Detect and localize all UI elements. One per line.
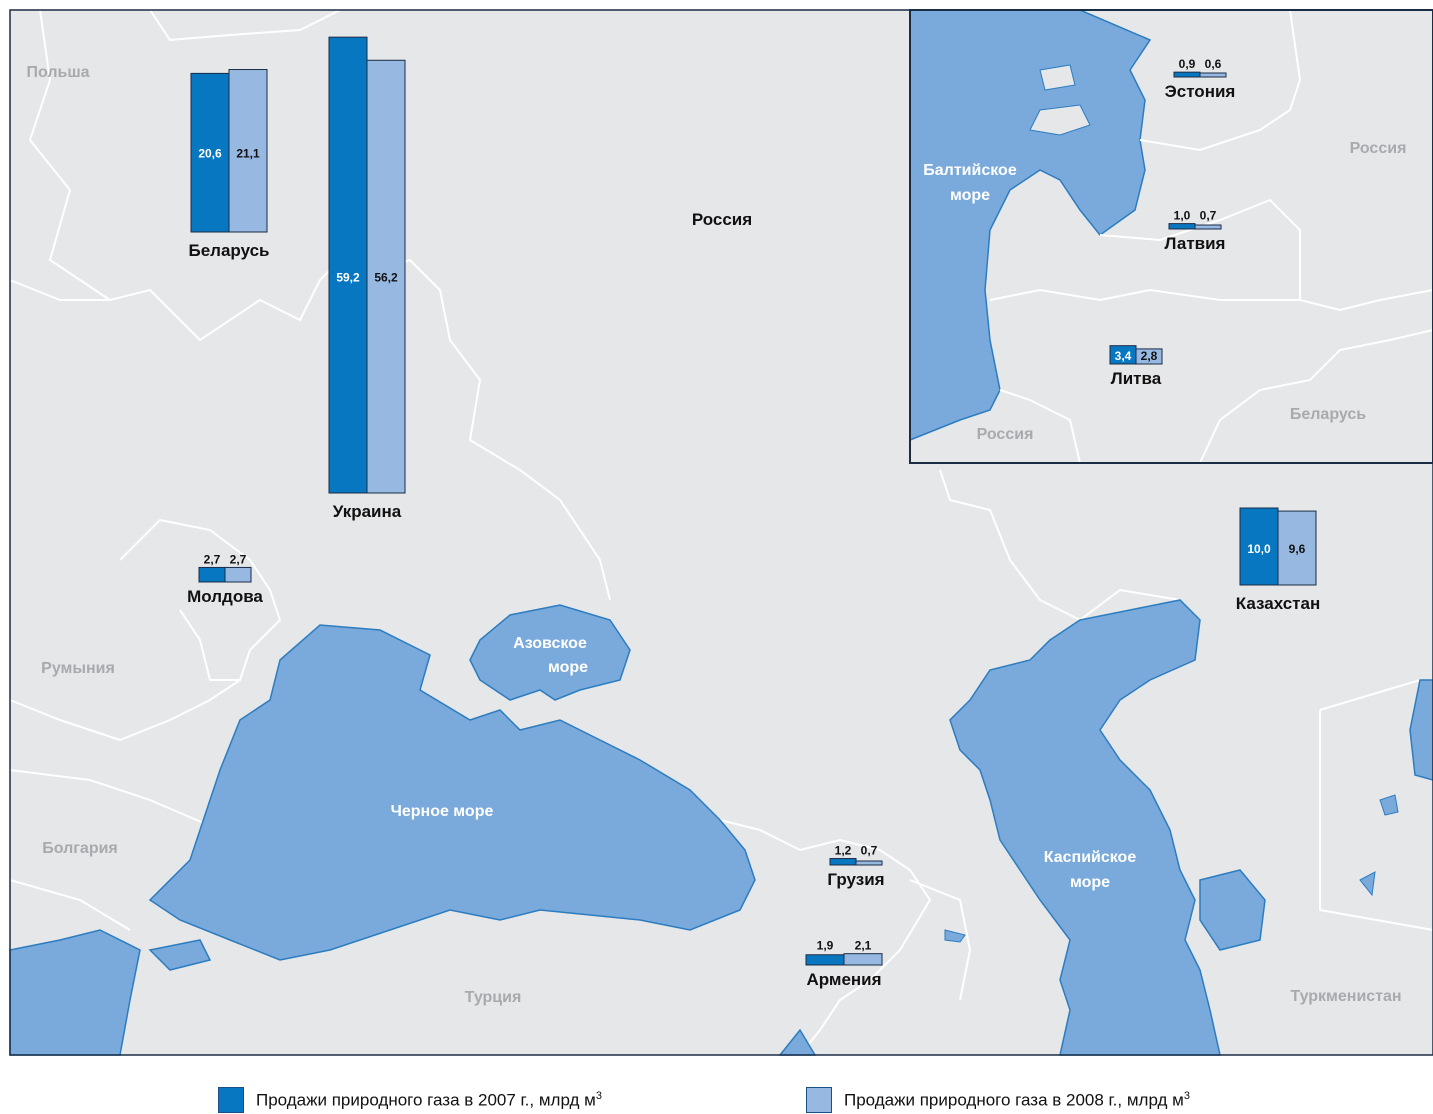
kazakhstan-bar-2007 (1239, 507, 1279, 586)
russia-main-label: Россия (692, 210, 752, 229)
inset-frame (909, 9, 1433, 464)
ukraine-bar-2007 (328, 36, 368, 494)
estonia-country-label: Эстония (1165, 82, 1236, 101)
russia-inset-east-label: Россия (1350, 140, 1407, 157)
moldova-country-label: Молдова (187, 587, 263, 606)
ukraine-bar-2008 (366, 59, 406, 494)
moldova-value-2007: 2,7 (204, 552, 221, 566)
azov-sea-label-1: Азовское (513, 635, 587, 652)
black-sea-label: Черное море (391, 803, 494, 820)
legend-2007: Продажи природного газа в 2007 г., млрд … (218, 1086, 602, 1114)
romania-label: Румыния (41, 660, 115, 677)
georgia-bar-2007 (829, 858, 857, 866)
kazakhstan-country-label: Казахстан (1236, 594, 1320, 613)
ukraine-country-label: Украина (333, 502, 402, 521)
kazakhstan-bar-2008 (1277, 510, 1317, 586)
marmara-sea (148, 939, 212, 971)
ukraine-value-2007: 59,2 (336, 271, 360, 285)
belarus-inset-label: Беларусь (1290, 406, 1366, 423)
georgia-value-2007: 1,2 (835, 844, 852, 858)
moldova-bar-2008 (224, 566, 252, 583)
lithuania-value-2008: 2,8 (1141, 349, 1158, 363)
aegean-sea (9, 929, 141, 1056)
armenia-bar-2007 (805, 954, 845, 966)
georgia-value-2008: 0,7 (861, 844, 878, 858)
georgia-bar-2008 (855, 860, 883, 866)
inset-borders (989, 9, 1433, 464)
georgia-country-label: Грузия (827, 870, 884, 889)
armenia-value-2007: 1,9 (817, 939, 834, 953)
kazakhstan-value-2007: 10,0 (1247, 542, 1271, 556)
azov-sea-label-2: море (548, 659, 588, 676)
turkey-label: Турция (465, 989, 522, 1006)
bulgaria-label: Болгария (42, 840, 118, 857)
armenia-bar-2008 (843, 953, 883, 966)
saaremaa (1029, 104, 1091, 136)
latvia-bar-2007 (1168, 223, 1196, 230)
moldova-bar-2007 (198, 566, 226, 583)
latvia-value-2008: 0,7 (1200, 209, 1217, 223)
russia-inset-kaliningrad-label: Россия (977, 426, 1034, 443)
legend-swatch-2007 (218, 1087, 244, 1113)
baltic-sea-label-2: море (950, 187, 990, 204)
belarus-value-2007: 20,6 (198, 147, 222, 161)
belarus-bar-2007 (190, 72, 230, 233)
ukraine-value-2008: 56,2 (374, 271, 398, 285)
legend-2008: Продажи природного газа в 2008 г., млрд … (806, 1086, 1190, 1114)
caspian-sea-label-1: Каспийское (1044, 849, 1137, 866)
belarus-bar-2008 (228, 69, 268, 233)
turkmenistan-label: Туркменистан (1290, 988, 1401, 1005)
lake-small-2 (1359, 871, 1376, 897)
estonia-bar-2008 (1199, 72, 1227, 78)
lake-small-1 (1379, 794, 1399, 816)
armenia-value-2008: 2,1 (855, 939, 872, 953)
estonia-value-2007: 0,9 (1179, 57, 1196, 71)
map-frame (9, 9, 1433, 1056)
legend-label-2007: Продажи природного газа в 2007 г., млрд … (256, 1089, 602, 1110)
azov-sea (469, 604, 631, 701)
estonia-bar-2007 (1173, 71, 1201, 78)
lithuania-country-label: Литва (1111, 369, 1162, 388)
lake-sevan (944, 929, 966, 943)
kara-bogaz-gol (1199, 869, 1266, 951)
baltic-sea-label-1: Балтийское (923, 162, 1017, 179)
kazakhstan-value-2008: 9,6 (1289, 542, 1306, 556)
hiiumaa (1039, 64, 1076, 91)
latvia-bar-2008 (1194, 224, 1222, 230)
estonia-value-2008: 0,6 (1205, 57, 1222, 71)
baltic-sea (909, 9, 1152, 442)
poland-label: Польша (26, 64, 89, 81)
legend-swatch-2008 (806, 1087, 832, 1113)
lithuania-bar-2008 (1135, 348, 1163, 365)
moldova-value-2008: 2,7 (230, 552, 247, 566)
caspian-sea-label-2: море (1070, 874, 1110, 891)
armenia-country-label: Армения (806, 970, 881, 989)
latvia-value-2007: 1,0 (1174, 209, 1191, 223)
belarus-value-2008: 21,1 (236, 147, 260, 161)
black-sea (148, 624, 756, 961)
baltic-inset (909, 9, 1433, 464)
latvia-country-label: Латвия (1165, 234, 1226, 253)
belarus-country-label: Беларусь (188, 241, 269, 260)
aral-sea (1409, 679, 1433, 781)
lithuania-value-2007: 3,4 (1115, 349, 1132, 363)
legend-label-2008: Продажи природного газа в 2008 г., млрд … (844, 1089, 1190, 1110)
